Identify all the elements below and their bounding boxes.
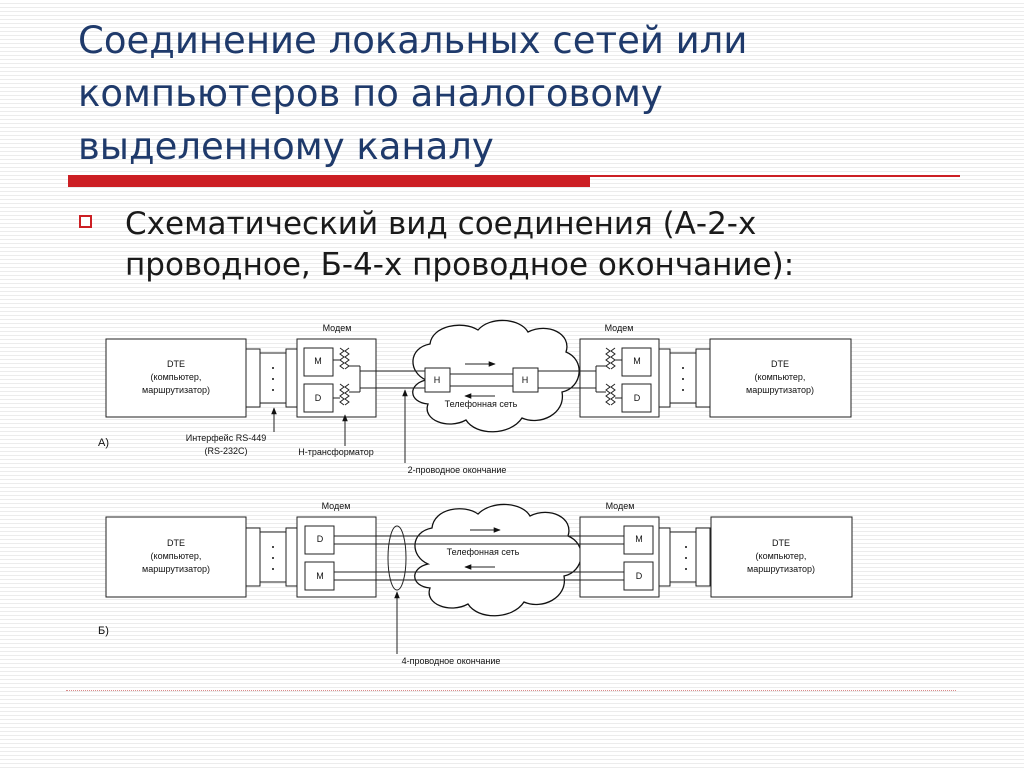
dte-right-a-line2: (компьютер,	[755, 372, 806, 382]
m-label-right-a: M	[633, 356, 641, 366]
connector-dots-b	[272, 546, 687, 570]
m-label-left-a: M	[314, 356, 322, 366]
d-label-left-b: D	[317, 534, 324, 544]
dte-left-b-line2: (компьютер,	[151, 551, 202, 561]
footer-divider	[66, 690, 956, 691]
termination-label-a: 2-проводное окончание	[408, 465, 507, 475]
bullet-line-2: проводное, Б-4-х проводное окончание):	[125, 247, 795, 283]
cloud-label-b: Телефонная сеть	[447, 547, 520, 557]
dte-left-box-b	[105, 516, 247, 598]
cloud-label-a: Телефонная сеть	[445, 399, 518, 409]
section-label-b: Б)	[98, 625, 109, 637]
title-line-3: выделенному каналу	[78, 125, 494, 168]
d-label-right-b: D	[636, 571, 643, 581]
four-wire-ellipse	[387, 525, 407, 591]
termination-label-b: 4-проводное окончание	[402, 656, 501, 666]
dte-left-a-line1: DTE	[167, 359, 185, 369]
d-label-left-a: D	[315, 393, 322, 403]
slide-title: Соединение локальных сетей или компьютер…	[78, 14, 978, 173]
modem-label-left-a: Модем	[323, 323, 352, 333]
title-line-2: компьютеров по аналоговому	[78, 72, 663, 115]
h-label-left: H	[434, 375, 441, 385]
transformer-label: H-трансформатор	[298, 447, 374, 457]
h-label-right: H	[522, 375, 529, 385]
section-label-a: А)	[98, 437, 109, 449]
d-label-right-a: D	[634, 393, 641, 403]
dte-left-a-line2: (компьютер,	[151, 372, 202, 382]
dte-right-a-line1: DTE	[771, 359, 789, 369]
interface-label-line1: Интерфейс RS-449	[186, 433, 266, 443]
dte-left-b-line3: маршрутизатор)	[142, 564, 210, 574]
dte-right-b-line3: маршрутизатор)	[747, 564, 815, 574]
h-box-left	[424, 367, 451, 393]
title-line-1: Соединение локальных сетей или	[78, 19, 748, 62]
h-box-right	[512, 367, 539, 393]
m-label-right-b: M	[635, 534, 643, 544]
dte-left-a-line3: маршрутизатор)	[142, 385, 210, 395]
modem-label-left-b: Модем	[322, 501, 351, 511]
cloud-b	[414, 503, 582, 617]
title-underline-thin	[590, 175, 960, 177]
diagram-a	[105, 319, 852, 463]
dte-left-b-line1: DTE	[167, 538, 185, 548]
dte-right-box-b	[710, 516, 853, 598]
dte-right-a-line3: маршрутизатор)	[746, 385, 814, 395]
bullet-square-icon	[79, 215, 92, 228]
dte-right-b-line1: DTE	[772, 538, 790, 548]
connector-dots-a	[272, 367, 684, 391]
bullet-text: Схематический вид соединения (А-2-х пров…	[125, 204, 985, 286]
modem-label-right-b: Модем	[606, 501, 635, 511]
title-underline-bar	[68, 175, 590, 187]
interface-label-line2: (RS-232C)	[204, 446, 247, 456]
dte-left-box-a	[105, 338, 247, 418]
bullet-line-1: Схематический вид соединения (А-2-х	[125, 206, 757, 242]
diagram-b	[105, 503, 853, 654]
modem-label-right-a: Модем	[605, 323, 634, 333]
dte-right-b-line2: (компьютер,	[756, 551, 807, 561]
cloud-label-bg-b	[430, 545, 534, 559]
m-label-left-b: M	[316, 571, 324, 581]
dte-right-box-a	[709, 338, 852, 418]
